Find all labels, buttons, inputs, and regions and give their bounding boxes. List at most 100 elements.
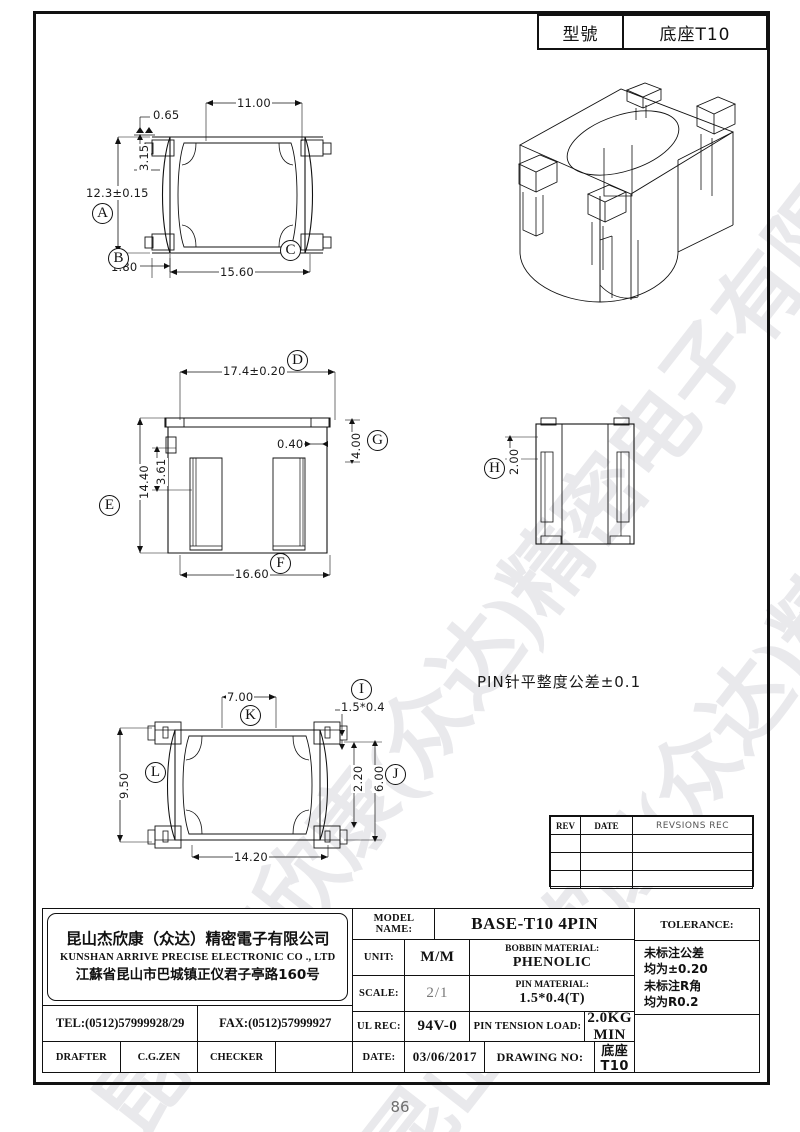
isometric-view-geometry (517, 82, 737, 303)
revision-cell-description (632, 834, 753, 853)
balloon-A: A (92, 203, 113, 224)
model-name-value: BASE-T10 4PIN (471, 914, 599, 934)
bobbin-material-value: PHENOLIC (512, 954, 592, 970)
tolerance-label: TOLERANCE: (635, 909, 759, 941)
sheet-border (33, 11, 770, 1085)
balloon-H: H (484, 458, 505, 479)
title-block-spec-section: MODEL NAME: BASE-T10 4PIN UNIT: M/M BOBB… (353, 908, 760, 1074)
drawing-no-label: DRAWING NO: (485, 1042, 596, 1072)
dim-2-20: 2.20 (351, 764, 365, 793)
date-label: DATE: (353, 1042, 406, 1072)
revision-header-date: DATE (580, 816, 633, 835)
revision-cell-date (580, 870, 633, 889)
table-row (550, 870, 753, 889)
unit-value: M/M (405, 940, 471, 976)
dim-3-15: 3.15 (137, 143, 151, 172)
model-header-label: 型號 (539, 16, 624, 48)
spec-table: MODEL NAME: BASE-T10 4PIN UNIT: M/M BOBB… (353, 909, 634, 1074)
company-name-cn: 昆山杰欣康（众达）精密電子有限公司 (65, 930, 330, 949)
pin-tension-value: 2.0KG MIN (587, 1009, 632, 1043)
dim-6-00: 6.00 (372, 764, 386, 793)
revision-header-description: REVSIONS REC (632, 816, 753, 835)
spec-row-model: MODEL NAME: BASE-T10 4PIN (353, 909, 634, 941)
dim-0-65: 0.65 (152, 108, 181, 122)
page-number: 86 (390, 1098, 410, 1116)
balloon-E: E (99, 495, 120, 516)
tolerance-line-3: 未标注R角 (644, 978, 702, 993)
dim-7-00: 7.00 (226, 690, 255, 704)
contact-row: TEL:(0512)57999928/29 FAX:(0512)57999927 (43, 1005, 353, 1041)
title-block-company-section: 昆山杰欣康（众达）精密電子有限公司 KUNSHAN ARRIVE PRECISE… (42, 908, 354, 1073)
dim-14-40: 14.40 (137, 464, 151, 500)
tolerance-section: TOLERANCE: 未标注公差 均为±0.20 未标注R角 均为R0.2 (634, 909, 759, 1072)
ul-rec-label: UL REC: (353, 1012, 406, 1041)
bobbin-material-label: BOBBIN MATERIAL: (505, 944, 600, 955)
dim-9-50: 9.50 (117, 771, 131, 800)
tolerance-line-4: 均为R0.2 (644, 994, 699, 1009)
revision-table: REV DATE REVSIONS REC (549, 815, 754, 889)
dim-3-61: 3.61 (154, 457, 168, 486)
revision-cell-description (632, 852, 753, 871)
tolerance-notes: 未标注公差 均为±0.20 未标注R角 均为R0.2 (635, 941, 759, 1015)
balloon-J: J (385, 764, 406, 785)
ul-rec-value: 94V-0 (405, 1012, 471, 1041)
spec-row-scale: SCALE: 2/1 PIN MATERIAL: 1.5*0.4(T) (353, 976, 634, 1012)
revision-cell-rev (550, 870, 581, 889)
spec-row-date: DATE: 03/06/2017 DRAWING NO: 底座T10 (353, 1042, 634, 1074)
spec-row-unit: UNIT: M/M BOBBIN MATERIAL: PHENOLIC (353, 940, 634, 977)
front-view-geometry (137, 369, 360, 578)
drawing-no-value: 底座T10 (600, 1044, 629, 1074)
revision-cell-rev (550, 834, 581, 853)
company-fax: FAX:(0512)57999927 (219, 1016, 332, 1030)
side-view-geometry (505, 417, 635, 545)
dim-4-00: 4.00 (349, 431, 363, 460)
model-name-label: MODEL NAME: (353, 909, 436, 940)
date-value: 03/06/2017 (405, 1042, 486, 1072)
revision-cell-date (580, 834, 633, 853)
spec-row-ul: UL REC: 94V-0 PIN TENSION LOAD: 2.0KG MI… (353, 1009, 634, 1043)
title-block: 昆山杰欣康（众达）精密電子有限公司 KUNSHAN ARRIVE PRECISE… (42, 908, 760, 1074)
dim-2-00: 2.00 (507, 447, 521, 476)
balloon-C: C (280, 240, 301, 261)
balloon-B: B (108, 248, 129, 269)
dim-17-4: 17.4±0.20 (222, 364, 287, 378)
drafter-value: C.G.ZEN (121, 1042, 199, 1072)
dim-16-60: 16.60 (234, 567, 270, 581)
table-row (550, 834, 753, 853)
dim-1-5x0-4: 1.5*0.4 (340, 700, 386, 714)
pin-tension-label: PIN TENSION LOAD: (470, 1012, 586, 1041)
balloon-K: K (240, 705, 261, 726)
revision-cell-date (580, 852, 633, 871)
company-tel: TEL:(0512)57999928/29 (43, 1006, 199, 1041)
tolerance-line-2: 均为±0.20 (644, 962, 708, 977)
balloon-F: F (270, 553, 291, 574)
dim-15-60: 15.60 (219, 265, 255, 279)
balloon-I: I (351, 679, 372, 700)
dim-0-40: 0.40 (276, 437, 305, 451)
company-name-en: KUNSHAN ARRIVE PRECISE ELECTRONIC CO ., … (59, 952, 336, 964)
tolerance-spacer (635, 1015, 759, 1072)
bobbin-material-cell: BOBBIN MATERIAL: PHENOLIC (470, 940, 634, 975)
company-address-cn: 江蘇省昆山市巴城镇正仪君子亭路160号 (75, 966, 320, 983)
scale-label: SCALE: (353, 976, 406, 1011)
balloon-L: L (145, 762, 166, 783)
revision-cell-description (632, 870, 753, 889)
pin-material-label: PIN MATERIAL: (515, 980, 589, 991)
revision-header-rev: REV (550, 816, 581, 835)
signoff-row: DRAFTER C.G.ZEN CHECKER (43, 1041, 353, 1072)
balloon-D: D (287, 350, 308, 371)
table-row (550, 852, 753, 871)
drafter-label: DRAFTER (43, 1042, 121, 1072)
dim-14-20: 14.20 (233, 850, 269, 864)
company-info-box: 昆山杰欣康（众达）精密電子有限公司 KUNSHAN ARRIVE PRECISE… (47, 913, 349, 1001)
dim-11-00: 11.00 (236, 96, 272, 110)
unit-label: UNIT: (353, 940, 406, 976)
pin-material-value: 1.5*0.4(T) (519, 990, 586, 1006)
model-header-table: 型號 底座T10 (537, 14, 768, 50)
balloon-G: G (367, 430, 388, 451)
checker-label: CHECKER (198, 1042, 276, 1072)
pin-flatness-note: PIN针平整度公差±0.1 (477, 673, 642, 691)
tolerance-line-1: 未标注公差 (644, 946, 705, 961)
pin-material-cell: PIN MATERIAL: 1.5*0.4(T) (470, 976, 634, 1011)
revision-header-row: REV DATE REVSIONS REC (550, 816, 753, 835)
